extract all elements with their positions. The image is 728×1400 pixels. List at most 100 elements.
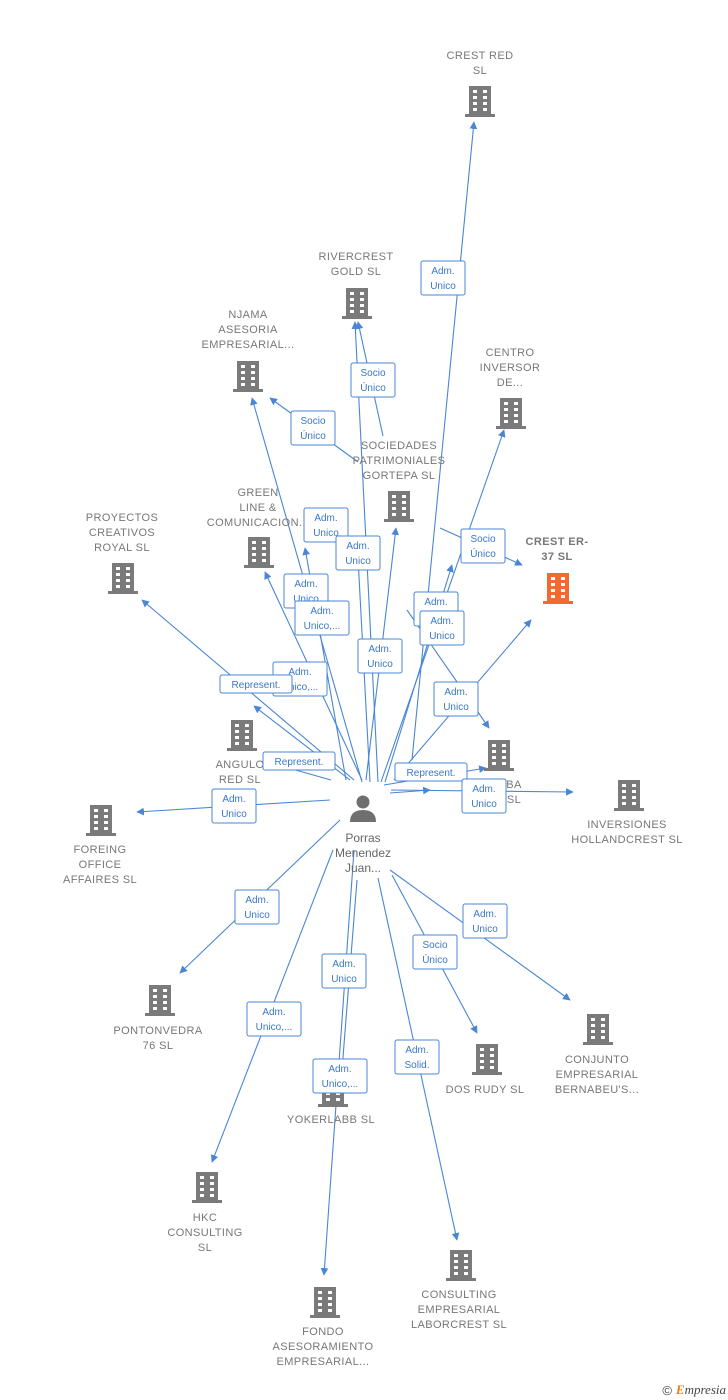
node-label: HKC (193, 1212, 217, 1224)
node-yokerlabb[interactable]: YOKERLABB SL (287, 1076, 375, 1126)
brand-logo: Empresia (675, 1382, 726, 1397)
relation-badge[interactable]: Represent. (394, 762, 468, 782)
node-centro-inversor[interactable]: CENTROINVERSORDE... (480, 347, 541, 429)
node-label: ANGULO (216, 759, 265, 771)
badge-label: Adm. (346, 541, 369, 552)
relation-badge[interactable]: Adm. Unico,... (312, 1058, 368, 1094)
person-label: Menendez (335, 846, 391, 860)
node-label: NJAMA (228, 309, 268, 321)
node-label: LINE & (239, 502, 277, 514)
relation-badge[interactable]: Adm. Unico (419, 610, 465, 646)
node-label: CONSULTING (421, 1289, 496, 1301)
node-fondo[interactable]: FONDOASESORAMIENTOEMPRESARIAL... (273, 1287, 374, 1368)
badge-label: Adm. (473, 909, 496, 920)
relation-badge[interactable]: Adm.Unico (234, 889, 280, 925)
footer-brand: © Empresia (662, 1382, 726, 1398)
relation-badge[interactable]: Adm.Unico (357, 638, 403, 674)
badge-label: Unico (221, 809, 247, 820)
node-label: EMPRESARIAL (418, 1304, 501, 1316)
copyright-icon: © (662, 1382, 672, 1398)
relation-badge[interactable]: Adm.Unico,... (294, 600, 350, 636)
node-label: 76 SL (143, 1040, 174, 1052)
badge-label: Unico,... (322, 1079, 359, 1090)
badge-label: Adm. (430, 616, 453, 627)
node-label: CONJUNTO (565, 1054, 629, 1066)
relation-badge[interactable]: Adm.Unico (462, 903, 508, 939)
relation-badge[interactable]: Represent. (262, 751, 336, 771)
node-label: SL (507, 794, 521, 806)
badge-label: Adm. (472, 784, 495, 795)
building-icon (465, 86, 495, 117)
badge-label: Socio (360, 368, 385, 379)
badge-label: Solid. (404, 1060, 429, 1071)
relation-badge[interactable]: Adm. Solid. (394, 1039, 440, 1075)
building-icon (446, 1250, 476, 1281)
node-njama[interactable]: NJAMAASESORIAEMPRESARIAL... (201, 309, 294, 392)
relation-badge[interactable]: Adm.Unico,... (246, 1001, 302, 1037)
node-label: GREEN (237, 487, 278, 499)
badge-label: Adm. (310, 606, 333, 617)
person-icon-head (356, 795, 370, 809)
node-conjunto[interactable]: CONJUNTOEMPRESARIALBERNABEU'S... (555, 1014, 639, 1096)
node-crest-er-37[interactable]: CREST ER-37 SL (526, 536, 589, 604)
badge-label: Unico (471, 799, 497, 810)
person-label: Juan... (345, 861, 381, 875)
building-icon (310, 1287, 340, 1318)
badge-label: Adm. (328, 1064, 351, 1075)
relation-badge[interactable]: Adm.Unico (321, 953, 367, 989)
node-label: PATRIMONIALES (353, 455, 446, 467)
building-icon (472, 1044, 502, 1075)
node-sociedades[interactable]: SOCIEDADES PATRIMONIALES GORTEPA SL (353, 440, 446, 522)
node-label: INVERSOR (480, 362, 541, 374)
relation-badge[interactable]: Adm.Unico (211, 788, 257, 824)
badge-label: Represent. (275, 757, 324, 768)
node-label: EMPRESARIAL (556, 1069, 639, 1081)
node-label: COMUNICACION... (207, 517, 310, 529)
node-label: CREATIVOS (89, 527, 155, 539)
building-icon (86, 805, 116, 836)
node-dos-rudy[interactable]: DOS RUDY SL (446, 1044, 525, 1096)
building-icon (227, 720, 257, 751)
center-person[interactable]: PorrasMenendezJuan... (335, 795, 391, 876)
badge-label: Unico (429, 631, 455, 642)
relation-badge[interactable]: Adm. Unico (461, 778, 507, 814)
badge-label: Unico,... (256, 1022, 293, 1033)
node-label: SOCIEDADES (361, 440, 437, 452)
node-label: HOLLANDCREST SL (571, 834, 683, 846)
building-icon (244, 537, 274, 568)
badge-label: Socio (470, 534, 495, 545)
node-label: SL (198, 1242, 212, 1254)
badge-label: Unico (293, 594, 319, 605)
relation-badge[interactable]: Adm.Unico (335, 535, 381, 571)
node-green-line[interactable]: GREEN LINE & COMUNICACION... (207, 487, 310, 568)
relation-badge[interactable]: Represent. (219, 674, 293, 694)
relation-badge[interactable]: Adm.Unico (303, 507, 349, 543)
badge-label: Único (470, 547, 496, 560)
relation-badge[interactable]: Adm.Unico (420, 260, 466, 296)
relation-badge[interactable]: Adm.Unico (433, 681, 479, 717)
badge-label: Socio (300, 416, 325, 427)
badge-label: Adm. (431, 266, 454, 277)
badge-label: Adm. (368, 644, 391, 655)
building-icon (484, 740, 514, 771)
node-label: GORTEPA SL (363, 470, 436, 482)
building-icon (496, 398, 526, 429)
badge-label: Adm. (405, 1045, 428, 1056)
badge-label: Unico (443, 702, 469, 713)
person-label: Porras (345, 831, 380, 845)
